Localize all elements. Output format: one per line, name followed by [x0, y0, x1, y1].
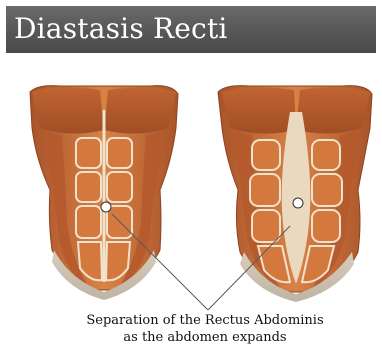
- left-navel-marker: [101, 202, 111, 212]
- right-chest-r: [296, 87, 370, 133]
- left-chest: [32, 87, 104, 133]
- separated-abdomen-figure: [218, 86, 372, 302]
- caption: Separation of the Rectus Abdominis as th…: [60, 312, 350, 346]
- caption-line-2: as the abdomen expands: [60, 329, 350, 346]
- right-navel-marker: [293, 198, 303, 208]
- left-chest-r: [104, 87, 176, 133]
- right-chest: [222, 87, 296, 133]
- caption-line-1: Separation of the Rectus Abdominis: [60, 312, 350, 329]
- normal-abdomen-figure: [30, 86, 178, 300]
